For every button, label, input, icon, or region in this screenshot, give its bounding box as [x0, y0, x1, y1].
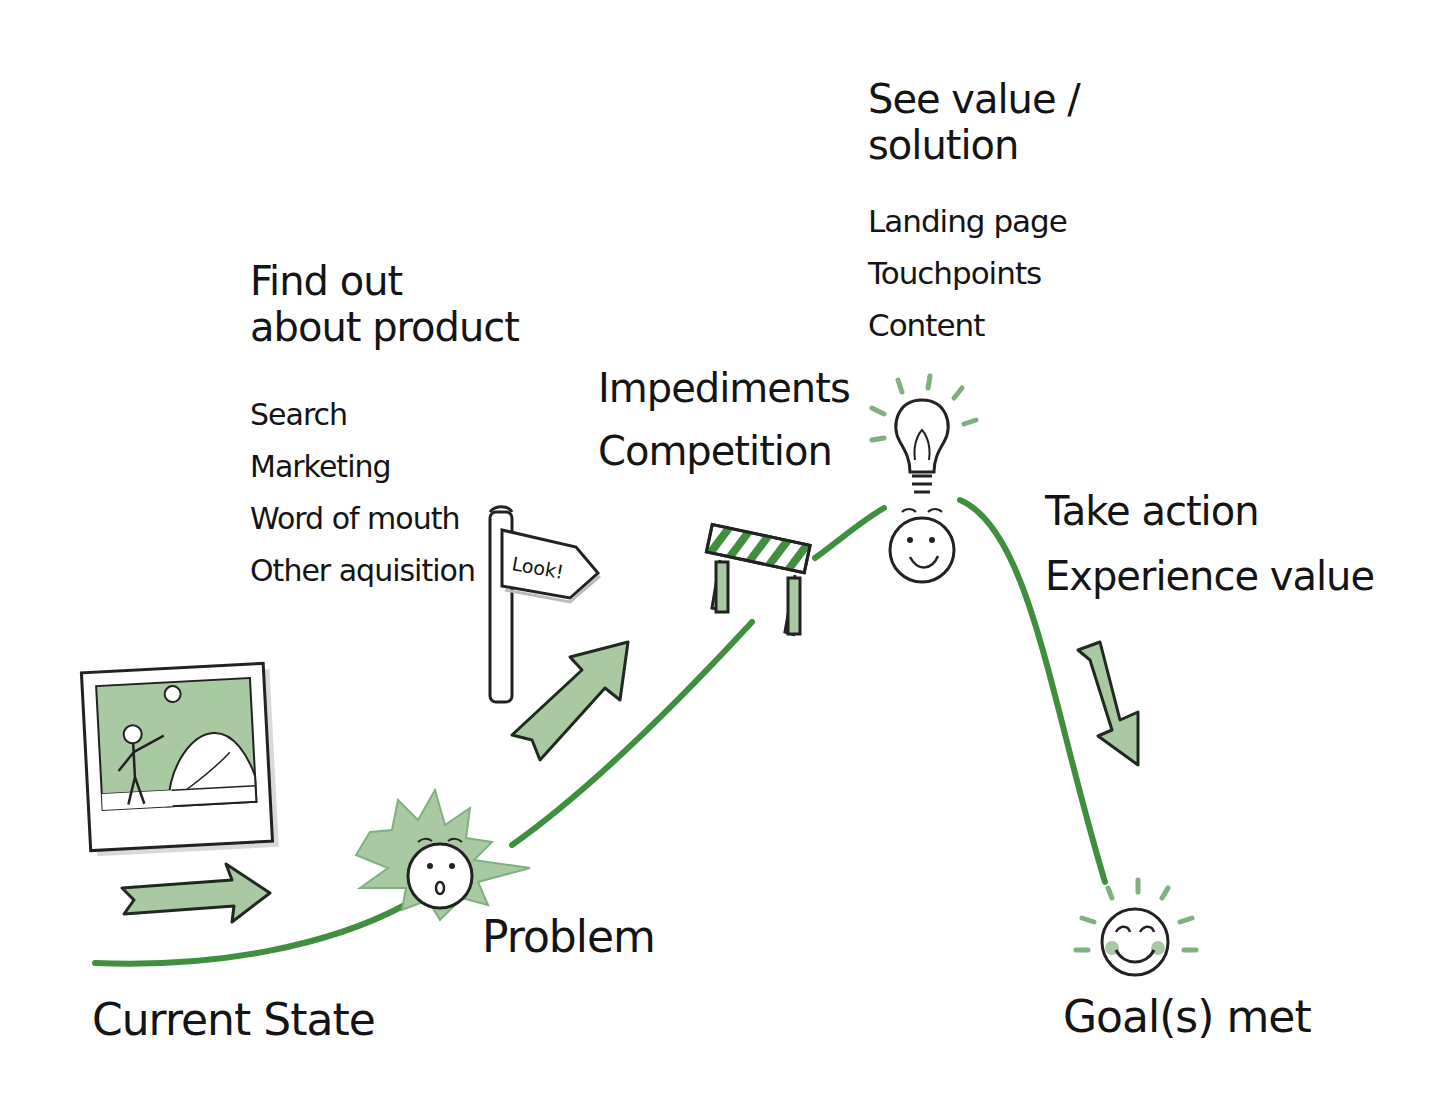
state-label: Current State	[92, 995, 375, 1046]
stage-heading: See value / solution	[868, 76, 1098, 168]
stage-heading: Find out about product	[250, 258, 520, 350]
list-item: Landing page	[868, 204, 1067, 240]
list-item: Search	[250, 398, 347, 433]
stage-heading: Competition	[598, 428, 832, 474]
lightbulb	[872, 376, 976, 492]
goal-face	[1076, 880, 1196, 975]
picture-frame	[81, 663, 278, 857]
happy-face	[890, 509, 954, 582]
stage-label: Problem	[482, 912, 655, 963]
flow-arrows	[122, 642, 1138, 922]
stage-heading: Experience value	[1045, 553, 1374, 599]
problem-face	[356, 790, 530, 920]
stage-heading: Take action	[1045, 488, 1259, 534]
stage-heading: Impediments	[598, 365, 850, 411]
barrier	[706, 525, 810, 635]
list-item: Touchpoints	[868, 256, 1041, 292]
list-item: Word of mouth	[250, 502, 459, 537]
signpost	[490, 507, 600, 702]
list-item: Other aquisition	[250, 554, 475, 589]
list-item: Content	[868, 308, 984, 344]
journey-curve	[95, 500, 1105, 964]
goal-label: Goal(s) met	[1063, 992, 1311, 1043]
list-item: Marketing	[250, 450, 391, 485]
